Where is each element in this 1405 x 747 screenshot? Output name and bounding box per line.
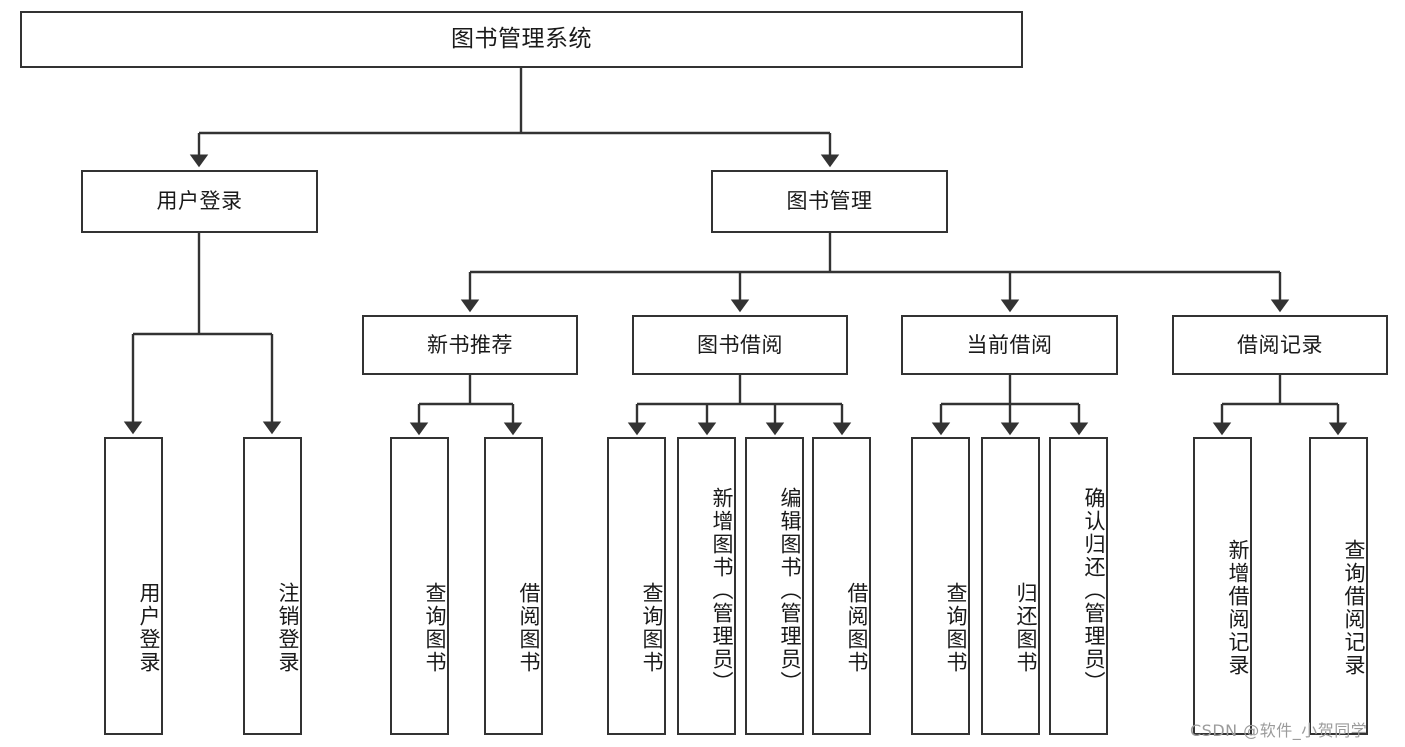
node-label: 用户登录	[137, 582, 161, 674]
node-label: 图书借阅	[697, 332, 783, 357]
node-label: 编辑图书（管理员）	[778, 486, 802, 694]
node-label: 当前借阅	[966, 332, 1053, 357]
leaf-borrow-query-book: 查询图书	[607, 437, 666, 735]
node-label: 确认归还（管理员）	[1082, 486, 1106, 694]
node-label: 查询借阅记录	[1342, 539, 1366, 677]
node-current-borrow: 当前借阅	[901, 315, 1118, 375]
leaf-current-return-book: 归还图书	[981, 437, 1040, 735]
leaf-logout: 注销登录	[243, 437, 302, 735]
node-book-borrow: 图书借阅	[632, 315, 848, 375]
node-label: 图书管理	[786, 189, 873, 214]
node-root-title: 图书管理系统	[20, 11, 1023, 68]
leaf-record-query-borrow-record: 查询借阅记录	[1309, 437, 1368, 735]
leaf-current-confirm-return-admin: 确认归还（管理员）	[1049, 437, 1108, 735]
leaf-record-add-borrow-record: 新增借阅记录	[1193, 437, 1252, 735]
csdn-watermark: CSDN @软件_小贺同学	[1190, 721, 1368, 740]
leaf-borrow-lend-book: 借阅图书	[812, 437, 871, 735]
node-label: 查询图书	[640, 582, 664, 674]
leaf-current-query-book: 查询图书	[911, 437, 970, 735]
node-label: 查询图书	[944, 582, 968, 674]
node-new-book-recommend: 新书推荐	[362, 315, 578, 375]
node-label: 新书推荐	[427, 332, 513, 357]
node-borrow-record: 借阅记录	[1172, 315, 1388, 375]
node-book-manage: 图书管理	[711, 170, 948, 233]
node-label: 新增图书（管理员）	[710, 486, 734, 694]
node-label: 图书管理系统	[451, 25, 592, 52]
node-label: 注销登录	[276, 582, 300, 674]
leaf-recommend-query-book: 查询图书	[390, 437, 449, 735]
node-label: 查询图书	[423, 582, 447, 674]
leaf-borrow-edit-book-admin: 编辑图书（管理员）	[745, 437, 804, 735]
leaf-user-login: 用户登录	[104, 437, 163, 735]
leaf-recommend-borrow-book: 借阅图书	[484, 437, 543, 735]
node-label: 归还图书	[1014, 582, 1038, 674]
node-label: 借阅图书	[845, 582, 869, 674]
leaf-borrow-add-book-admin: 新增图书（管理员）	[677, 437, 736, 735]
node-label: 借阅图书	[517, 582, 541, 674]
node-label: 新增借阅记录	[1226, 539, 1250, 677]
node-user-login: 用户登录	[81, 170, 318, 233]
node-label: 用户登录	[156, 189, 243, 214]
node-label: 借阅记录	[1237, 332, 1323, 357]
